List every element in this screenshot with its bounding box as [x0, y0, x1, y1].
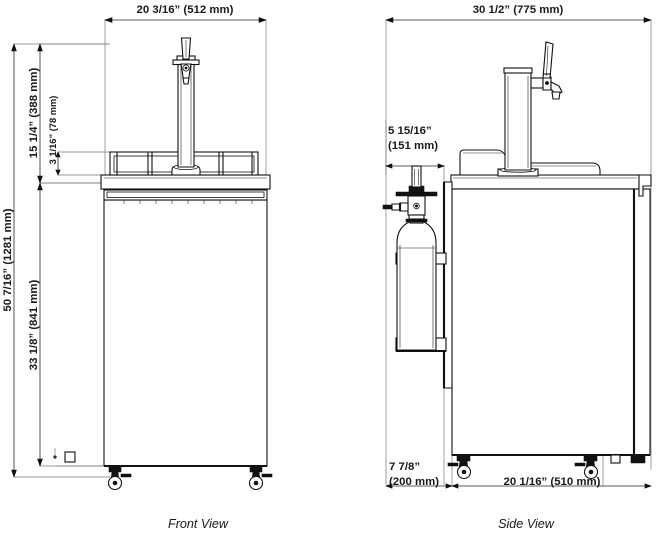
side-overall-depth-label: 30 1/2” (775 mm) [473, 4, 564, 16]
side-rear-leveler [610, 454, 646, 464]
side-view-label: Side View [498, 517, 555, 531]
side-co2-projection-label-line1: 5 15/16” [388, 125, 432, 137]
side-co2-tank [396, 213, 437, 351]
side-overall-depth-dimension: 30 1/2” (775 mm) [385, 4, 652, 23]
side-view-group: 30 1/2” (775 mm) 5 15/16” (151 mm) 7 7/8… [382, 4, 652, 531]
side-caster-front [447, 454, 472, 480]
front-caster-right [248, 465, 273, 491]
side-co2-offset-dimension: 7 7/8” (200 mm) [385, 461, 453, 489]
front-vent-strip [123, 200, 253, 204]
side-co2-offset-label-line2: (200 mm) [389, 476, 439, 488]
front-overall-height-dimension: 50 7/16” (1281 mm) [2, 43, 17, 478]
front-cabinet-height-label: 33 1/8” (841 mm) [28, 280, 40, 371]
front-cabinet-height-dimension: 33 1/8” (841 mm) [28, 182, 43, 467]
side-cabinet-depth-label: 20 1/16” (510 mm) [504, 476, 601, 488]
front-rail-height-dimension: 3 1/16” (78 mm) [48, 96, 61, 176]
side-caster-rear [574, 454, 599, 480]
front-tower-height-dimension: 15 1/4” (388 mm) [28, 43, 43, 184]
side-cabinet-depth-dimension: 20 1/16” (510 mm) [451, 476, 652, 489]
side-cabinet-body [450, 174, 652, 457]
front-view-group: 20 3/16” (512 mm) 50 7/16” (1281 mm) 33 … [2, 4, 273, 531]
side-co2-offset-label-line1: 7 7/8” [389, 461, 420, 473]
front-rail-height-label: 3 1/16” (78 mm) [48, 96, 58, 165]
front-view-label: Front View [168, 517, 229, 531]
front-draft-tower [171, 37, 201, 176]
front-overall-height-label: 50 7/16” (1281 mm) [2, 208, 14, 311]
front-overall-width-dimension: 20 3/16” (512 mm) [104, 4, 267, 23]
side-co2-projection-label-line2: (151 mm) [388, 140, 438, 152]
front-caster-left [107, 465, 132, 491]
front-cabinet-body [100, 174, 271, 468]
front-tower-height-label: 15 1/4” (388 mm) [28, 68, 40, 159]
front-overall-width-label: 20 3/16” (512 mm) [137, 4, 234, 16]
side-draft-tower [503, 41, 563, 171]
side-co2-projection-dimension: 5 15/16” (151 mm) [385, 125, 445, 169]
side-co2-regulator [382, 165, 438, 223]
front-leveler-marker [53, 448, 104, 467]
